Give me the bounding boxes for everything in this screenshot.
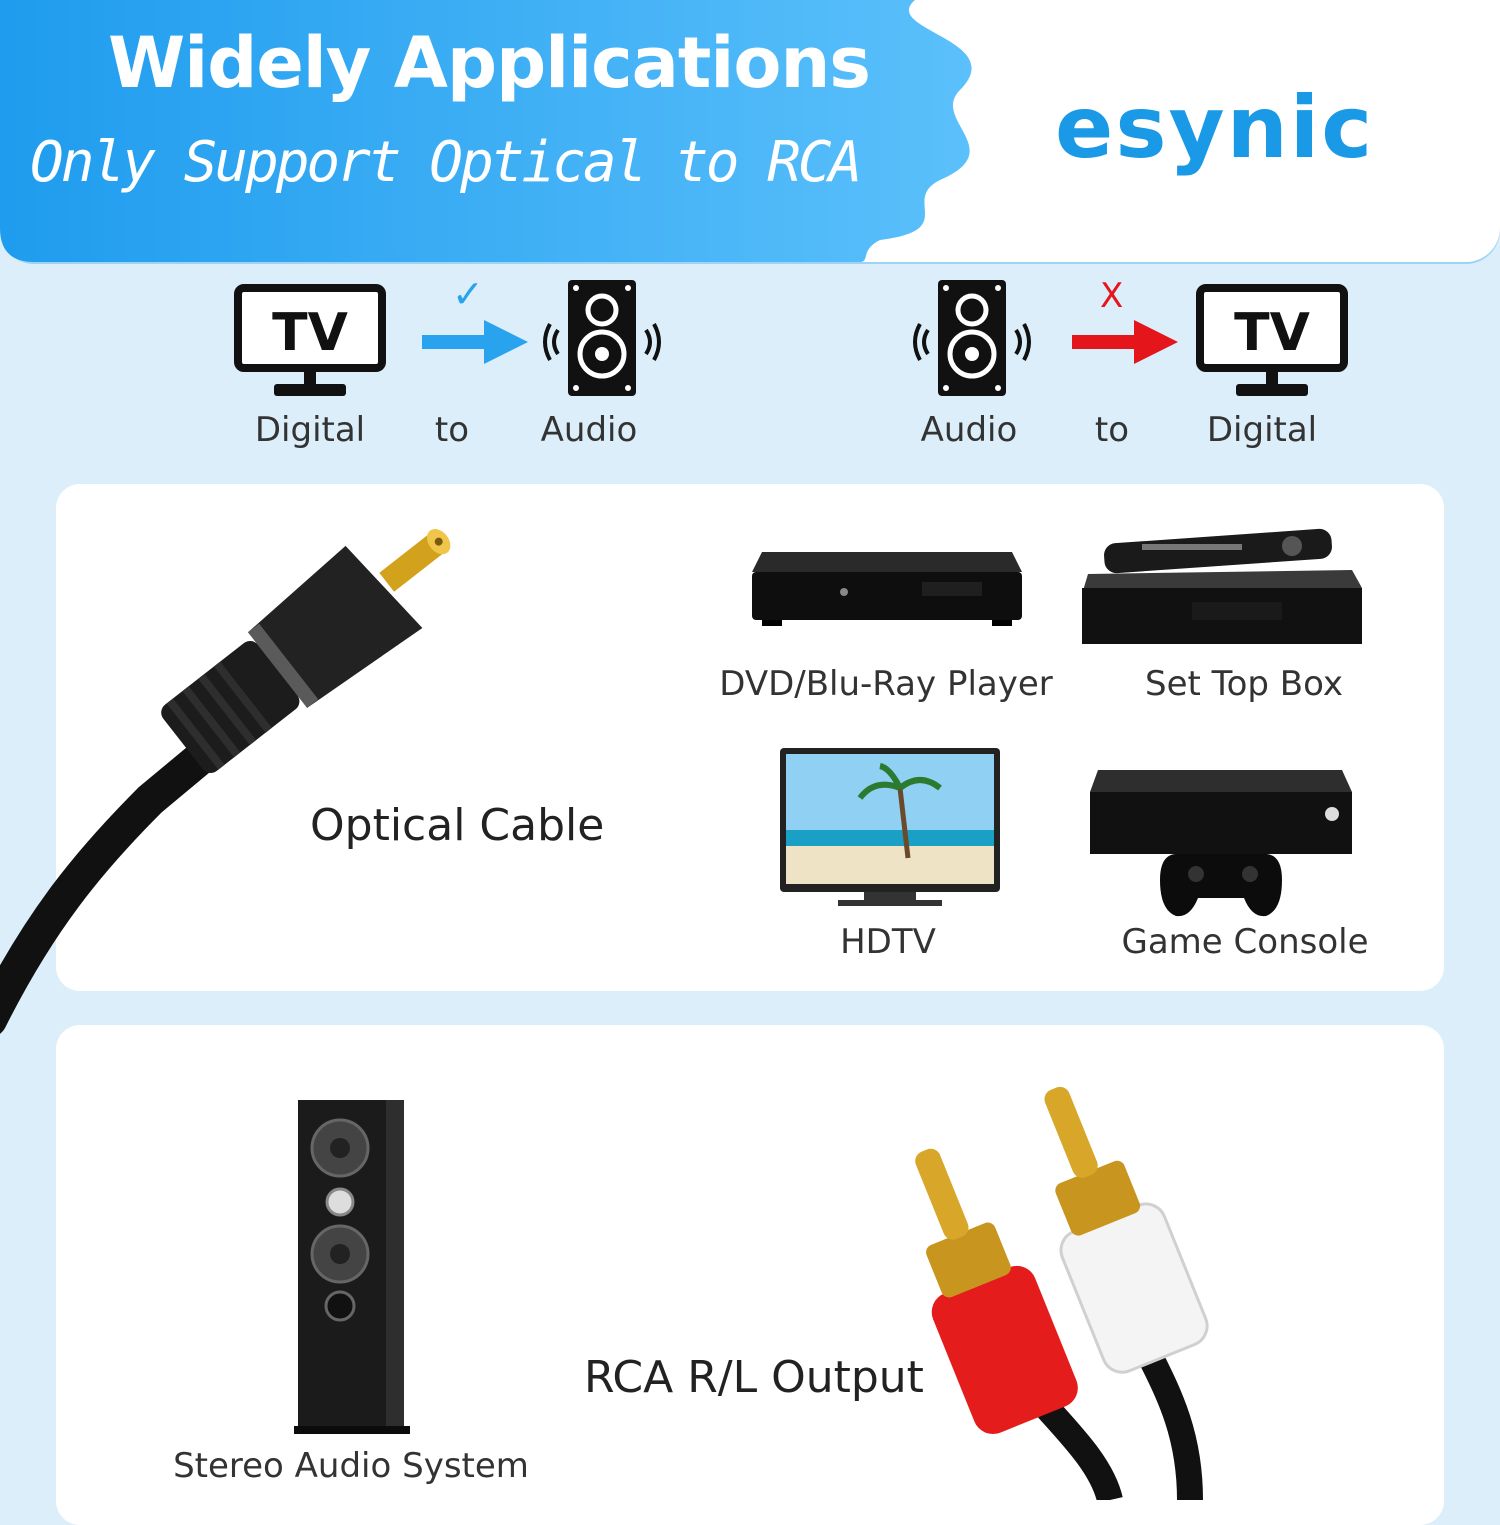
tv-icon: TV <box>1196 284 1348 402</box>
rca-output-card <box>56 1025 1444 1525</box>
tower-speaker-icon <box>294 1100 410 1434</box>
optical-cable-label: Optical Cable <box>310 800 605 851</box>
unsupported-target-label: Digital <box>1206 410 1318 450</box>
optical-cable-image <box>0 529 451 1034</box>
red-arrow-icon <box>1072 320 1178 364</box>
subline: Only Support Optical to RCA <box>30 130 862 195</box>
tv-icon-text: TV <box>1234 303 1310 363</box>
rca-output-label: RCA R/L Output <box>584 1352 924 1403</box>
headline: Widely Applications <box>108 22 871 104</box>
optical-devices-card <box>56 484 1444 991</box>
unsupported-to-label: to <box>1094 410 1130 450</box>
header-blue-blob <box>0 0 972 262</box>
game-console-icon <box>1090 770 1352 917</box>
speaker-label: Stereo Audio System <box>173 1446 529 1486</box>
set-top-box-icon <box>1082 528 1362 644</box>
tv-icon: TV <box>234 284 386 402</box>
speaker-icon <box>910 280 1034 400</box>
blue-arrow-icon <box>422 320 528 364</box>
supported-target-label: Audio <box>540 410 638 450</box>
bluray-player-icon <box>752 552 1022 626</box>
hdtv-icon <box>780 748 1000 906</box>
supported-to-label: to <box>434 410 470 450</box>
x-icon: X <box>1100 276 1124 316</box>
tv-icon-text: TV <box>272 303 348 363</box>
unsupported-from-label: Audio <box>920 410 1018 450</box>
brand-logo: esynic <box>1055 78 1375 178</box>
check-icon: ✓ <box>452 272 484 316</box>
header-banner: Widely Applications Only Support Optical… <box>0 0 1500 262</box>
speaker-icon <box>540 280 664 400</box>
supported-from-label: Digital <box>254 410 366 450</box>
device-label: Set Top Box <box>1144 664 1344 704</box>
rca-plugs-image <box>915 1086 1209 1500</box>
device-label: DVD/Blu-Ray Player <box>719 664 1053 704</box>
device-label: Game Console <box>1121 922 1369 962</box>
device-label: HDTV <box>840 922 936 962</box>
